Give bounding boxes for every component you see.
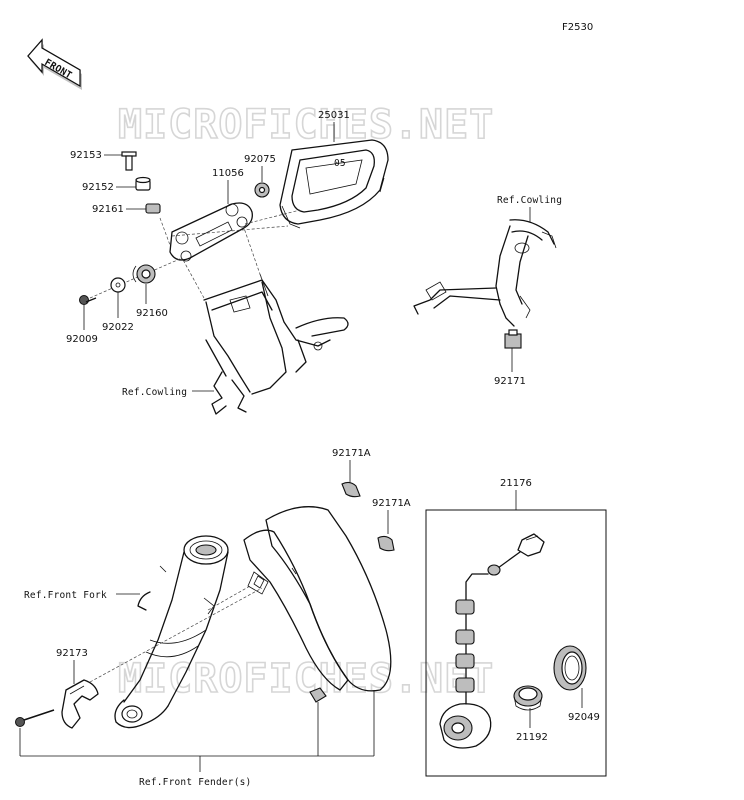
label-92022: 92022 xyxy=(102,322,134,333)
seal-92049 xyxy=(553,645,587,691)
bolt-92153 xyxy=(121,151,137,171)
speed-sensor-21176 xyxy=(439,533,545,749)
label-11056: 11056 xyxy=(212,168,244,179)
meter-display-text: 05 xyxy=(334,158,346,169)
ref-cowling-left: Ref.Cowling xyxy=(122,387,187,398)
ref-cowling-top: Ref.Cowling xyxy=(497,195,562,206)
front-fender xyxy=(243,506,392,692)
label-92049: 92049 xyxy=(568,712,600,723)
ref-front-fender-bracket xyxy=(19,690,375,772)
grommet-92075 xyxy=(254,182,270,198)
label-21192: 21192 xyxy=(516,732,548,743)
label-21176: 21176 xyxy=(500,478,532,489)
label-25031: 25031 xyxy=(318,110,350,121)
label-92171: 92171 xyxy=(494,376,526,387)
label-92161: 92161 xyxy=(92,204,124,215)
ref-front-fork: Ref.Front Fork xyxy=(24,590,107,601)
clamp-92171A-lower xyxy=(377,535,395,552)
clamp-92171 xyxy=(504,329,522,349)
meter-stay-frame xyxy=(203,273,349,415)
watermark-bottom: MICROFICHES.NET xyxy=(118,656,494,702)
clamp-92173 xyxy=(61,679,99,729)
wire-harness xyxy=(413,219,557,327)
watermark-top: MICROFICHES.NET xyxy=(118,102,494,148)
clamp-92171A-upper xyxy=(341,481,361,498)
front-fork xyxy=(114,535,229,729)
meter-assembly-25031: 05 xyxy=(279,139,389,229)
label-92009: 92009 xyxy=(66,334,98,345)
label-92171A-upper: 92171A xyxy=(332,448,371,459)
figure-code: F2530 xyxy=(562,22,593,33)
collar-92152 xyxy=(135,176,151,191)
label-92171A-lower: 92171A xyxy=(372,498,411,509)
label-92153: 92153 xyxy=(70,150,102,161)
ref-front-fender: Ref.Front Fender(s) xyxy=(139,777,251,788)
nut-fender xyxy=(309,687,327,703)
label-92152: 92152 xyxy=(82,182,114,193)
front-arrow-icon: FRONT xyxy=(27,38,82,90)
damper-92161 xyxy=(145,203,161,214)
grommet-92160 xyxy=(132,264,156,284)
label-92173: 92173 xyxy=(56,648,88,659)
bracket-11056 xyxy=(169,202,253,262)
label-92075: 92075 xyxy=(244,154,276,165)
screw-92009 xyxy=(79,295,97,305)
bushing-21192 xyxy=(513,685,543,711)
screw-fork-clamp xyxy=(15,709,55,727)
label-92160: 92160 xyxy=(136,308,168,319)
washer-92022 xyxy=(110,277,126,293)
